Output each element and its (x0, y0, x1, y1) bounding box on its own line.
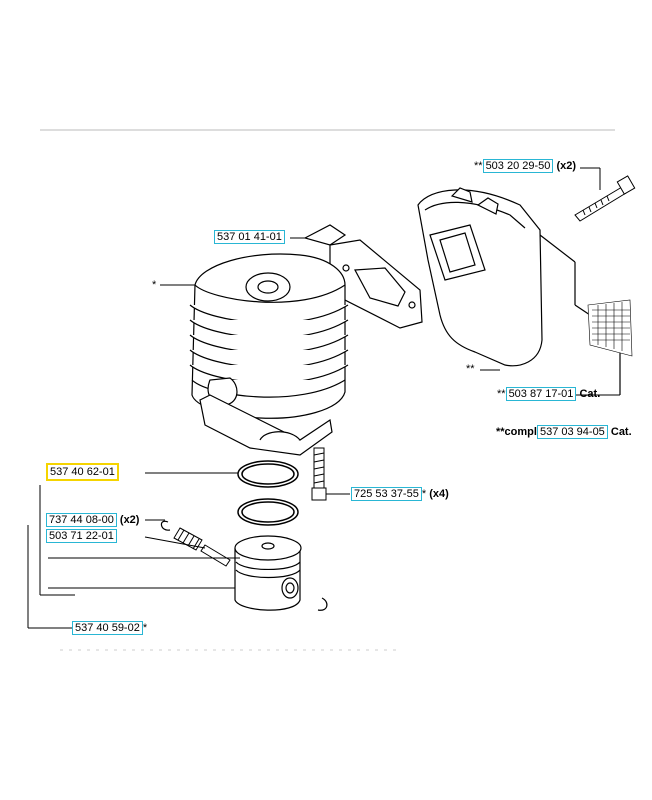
gasket-drawing (303, 224, 423, 329)
label-bolt-top: **503 20 29-50 (x2) (474, 159, 577, 173)
part-number-piston-kit[interactable]: 537 40 59-02 (72, 621, 143, 635)
cylinder-screw-drawing (311, 447, 327, 501)
bolt-top-qty: (x2) (556, 160, 577, 172)
part-number-ring-set[interactable]: 537 40 62-01 (46, 463, 119, 481)
piston-kit-star: * (142, 622, 148, 634)
part-number-bearing[interactable]: 503 71 22-01 (46, 529, 117, 543)
spark-screen-drawing (587, 299, 633, 357)
muffler-drawing (417, 187, 621, 395)
bolt-top-prefix: ** (474, 160, 483, 172)
circlip-drawing (160, 520, 328, 611)
cyl-screw-star: * (421, 488, 427, 500)
label-circlip: 737 44 08-00 (x2) (46, 513, 140, 527)
label-gasket: 537 01 41-01 (214, 230, 285, 244)
piston-pin-drawing (200, 544, 231, 567)
muffler-compl-prefix: **compl (496, 426, 537, 438)
part-number-circlip[interactable]: 737 44 08-00 (46, 513, 117, 527)
part-number-bolt-top[interactable]: 503 20 29-50 (482, 159, 554, 173)
muffler-compl-suffix: Cat. (610, 426, 632, 438)
kit-bracket-lines (27, 485, 240, 629)
part-number-muffler-cat[interactable]: 503 87 17-01 (505, 387, 577, 401)
piston-drawing (234, 535, 302, 611)
piston-rings-drawing (237, 460, 299, 526)
cyl-screw-qty: (x4) (429, 488, 449, 500)
part-number-gasket[interactable]: 537 01 41-01 (214, 230, 285, 244)
label-ring-set: 537 40 62-01 (46, 463, 119, 481)
part-number-muffler-compl[interactable]: 537 03 94-05 (536, 425, 608, 439)
label-muffler-cat: **503 87 17-01 Cat. (497, 387, 601, 401)
label-cyl-screw: 725 53 37-55* (x4) (351, 487, 449, 501)
label-bearing: 503 71 22-01 (46, 529, 117, 543)
needle-bearing-drawing (173, 527, 203, 551)
muffler-bolt-drawing (574, 167, 636, 222)
label-piston-kit: 537 40 59-02* (72, 621, 148, 635)
marker-cylinder: * (152, 279, 156, 292)
cylinder-star: * (152, 279, 157, 291)
marker-muffler: ** (466, 363, 475, 376)
muffler-star: ** (466, 363, 475, 375)
part-number-cyl-screw[interactable]: 725 53 37-55 (351, 487, 422, 501)
cylinder-drawing (189, 253, 349, 456)
muffler-cat-suffix: Cat. (579, 388, 601, 400)
circlip-qty: (x2) (119, 514, 140, 526)
muffler-cat-prefix: ** (497, 388, 506, 400)
